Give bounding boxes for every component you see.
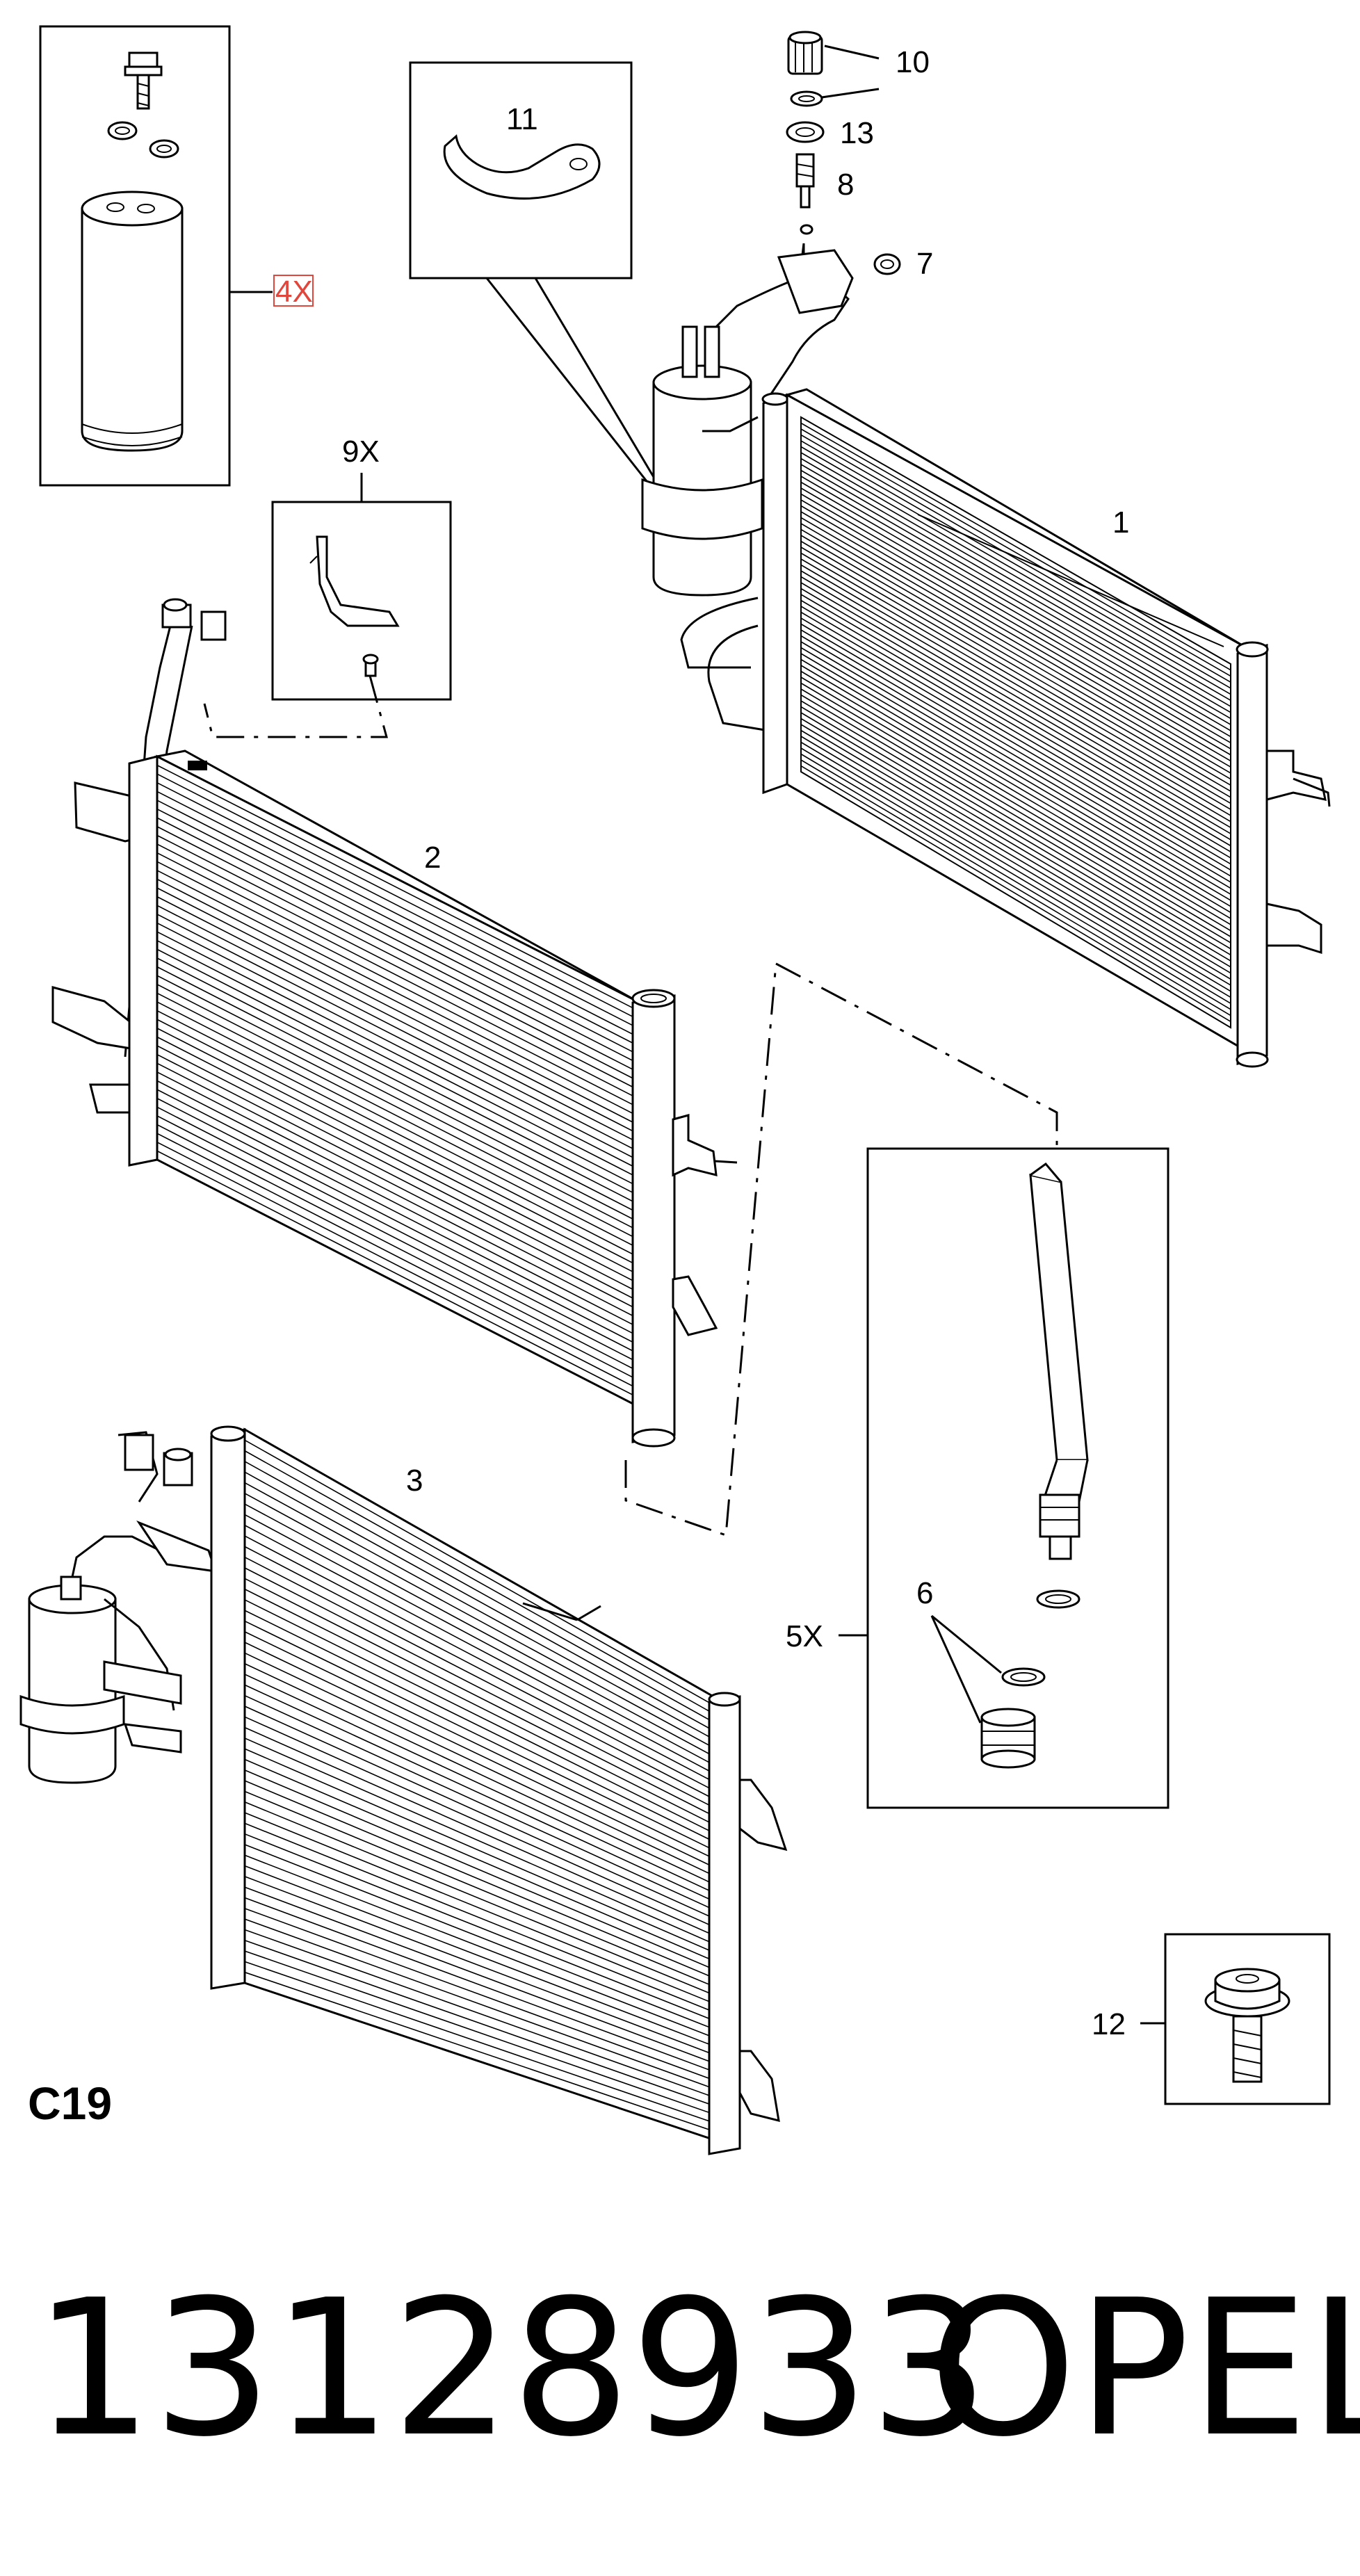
- part-10-label: 10: [896, 45, 930, 79]
- dryer-bolt-drawing: [124, 51, 163, 110]
- clip-box: [271, 501, 452, 701]
- filter-seal-drawing: [980, 1708, 1036, 1769]
- part-1-label: 1: [1112, 505, 1129, 540]
- qty-5x-label: 5X: [786, 1619, 823, 1653]
- dryer-kit-box: [39, 25, 231, 487]
- part-7-label: 7: [916, 247, 933, 281]
- valve-cap-drawing: [787, 31, 823, 75]
- receiver-dryer-drawing: [81, 191, 184, 452]
- screw-drawing: [1204, 1968, 1290, 2083]
- part-12-label: 12: [1092, 2007, 1126, 2041]
- part-13-label: 13: [840, 116, 874, 150]
- highlight-marker: [273, 275, 314, 307]
- qty-9x-label: 9X: [342, 435, 380, 469]
- part-2-label: 2: [424, 841, 441, 875]
- filter-cartridge-drawing: [1029, 1162, 1089, 1560]
- condenser-1-drawing: [641, 243, 1331, 1068]
- seal-ring-drawing: [786, 121, 825, 143]
- condenser-3-drawing: [19, 1425, 788, 2155]
- part-6-label: 6: [916, 1576, 933, 1610]
- arrow-marker-drawing: [188, 761, 207, 770]
- o-ring-drawing: [107, 121, 138, 140]
- clip-drawing: [316, 535, 400, 627]
- part-11-label: 11: [506, 102, 538, 136]
- filter-kit-box: [866, 1147, 1169, 1809]
- o-ring-7-drawing: [873, 253, 901, 275]
- filter-o-ring-drawing: [1036, 1589, 1080, 1609]
- valve-core-drawing: [795, 153, 815, 209]
- condenser-2-drawing: [51, 598, 738, 1448]
- brand-name: OPEL: [929, 2259, 1360, 2478]
- bracket-drawing: [443, 134, 601, 200]
- part-8-label: 8: [837, 168, 854, 202]
- qty-4x-label: 4X: [275, 275, 313, 309]
- part-number: 13128933: [33, 2259, 989, 2478]
- screw-box: [1164, 1933, 1331, 2105]
- part-3-label: 3: [406, 1464, 423, 1498]
- engine-code-label: C19: [28, 2077, 112, 2129]
- bracket-box: [409, 61, 633, 280]
